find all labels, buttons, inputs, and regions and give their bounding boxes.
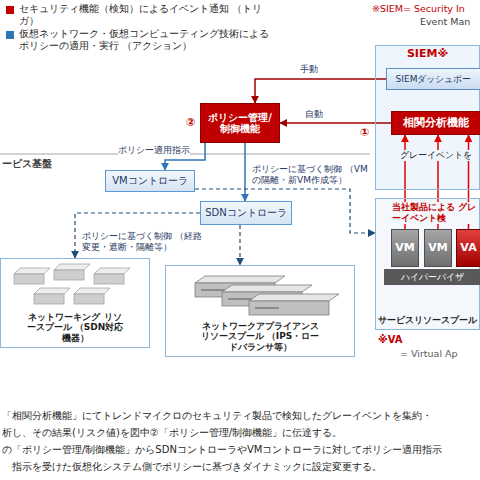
note-line: 「相関分析機能」にてトレンドマイクロのセキュリティ製品で検知したグレーイベントを… bbox=[2, 410, 432, 422]
dashboard-box: SIEMダッシュボー bbox=[386, 68, 480, 90]
legend-text: セキュリティ機能（検知）によるイベント通知 （トリガ） bbox=[19, 3, 281, 26]
callout-number: ① bbox=[360, 126, 369, 139]
appliance-servers bbox=[195, 276, 339, 315]
note-line: の「ポリシー管理/制御機能」からSDNコントローラやVMコントローラに対してポリ… bbox=[2, 444, 442, 456]
note-line: 指示を受けた仮想化システム側でポリシーに基づきダイナミックに設定変更する。 bbox=[12, 461, 382, 473]
node-text: サービスリソースプール bbox=[378, 315, 477, 325]
band-label: ービス基盤 bbox=[2, 158, 52, 170]
node-text: VA bbox=[460, 242, 476, 255]
connector bbox=[195, 189, 375, 233]
va-box: VA bbox=[456, 229, 480, 267]
legend-item: 仮想ネットワーク・仮想コンピューティング技術による ポリシーの適用・実行 （アク… bbox=[6, 28, 281, 51]
node-text: SIEM※ bbox=[407, 48, 448, 61]
note-line: 析し、その結果(リスク値)を図中②「ポリシー管理/制御機能」に伝達する。 bbox=[2, 427, 342, 439]
connector bbox=[244, 143, 246, 201]
networking-devices bbox=[14, 264, 130, 304]
legend-text: 仮想ネットワーク・仮想コンピューティング技術による ポリシーの適用・実行 （アク… bbox=[19, 28, 281, 51]
vm-box: VM bbox=[391, 229, 419, 267]
siem-region: SIEM※ SIEMダッシュボー相関分析機能 bbox=[375, 45, 480, 190]
connector bbox=[255, 79, 386, 103]
footnote: ※SIEM= Security In bbox=[372, 3, 465, 14]
node-text: SDNコントローラ bbox=[205, 207, 287, 219]
connector bbox=[239, 225, 240, 265]
edge-label: ポリシーに基づく制御 （VMの隔離・新VM作成等） bbox=[252, 164, 370, 186]
node-text: SIEMダッシュボー bbox=[396, 74, 472, 84]
node-text: ポリシー管理/ 制御機能 bbox=[205, 112, 275, 135]
edge-label: ポリシー適用指示 bbox=[118, 145, 190, 156]
node-text: VM bbox=[395, 242, 414, 255]
legend-swatch bbox=[6, 6, 14, 14]
footnote: = Virtual Ap bbox=[400, 348, 458, 359]
legend-item: セキュリティ機能（検知）によるイベント通知 （トリガ） bbox=[6, 3, 281, 26]
annotation: 当社製品による グレーイベント検 bbox=[392, 202, 478, 224]
node-text: 相関分析機能 bbox=[403, 117, 469, 130]
pool-ground bbox=[375, 198, 480, 330]
node-text: VMコントローラ bbox=[112, 175, 187, 187]
analysis-box: 相関分析機能 bbox=[391, 111, 480, 135]
footnote: ※VA bbox=[378, 334, 403, 346]
legend-swatch bbox=[6, 31, 14, 39]
pool-region: ネットワーキング リソースプール （SDN対応機器） bbox=[0, 258, 150, 348]
edge-label: 手動 bbox=[300, 64, 318, 75]
node-text: ネットワークアプライアンス リソースプール （IPS・ロードバランサ等） bbox=[198, 321, 323, 352]
footnote: Event Man bbox=[420, 16, 470, 27]
edge-label: グレーイベントを bbox=[400, 150, 472, 161]
node-text: ネットワーキング リソースプール （SDN対応機器） bbox=[25, 312, 125, 343]
controller-box: VMコントローラ bbox=[105, 170, 195, 192]
edge-label: 自動 bbox=[305, 109, 323, 120]
siem-ground bbox=[375, 45, 480, 190]
node-text: VM bbox=[428, 242, 447, 255]
callout-number: ② bbox=[186, 116, 195, 129]
node-text: ハイパーバイザ bbox=[401, 272, 464, 282]
controller-box: SDNコントローラ bbox=[200, 201, 292, 225]
vm-box: VM bbox=[424, 229, 452, 267]
policy-box: ポリシー管理/ 制御機能 bbox=[200, 103, 280, 143]
edge-label: ポリシーに基づく制御 （経路変更・遮断・隔離等） bbox=[82, 231, 202, 253]
hypervisor-bar: ハイパーバイザ bbox=[384, 269, 480, 285]
pool-region: ネットワークアプライアンス リソースプール （IPS・ロードバランサ等） bbox=[165, 265, 355, 357]
